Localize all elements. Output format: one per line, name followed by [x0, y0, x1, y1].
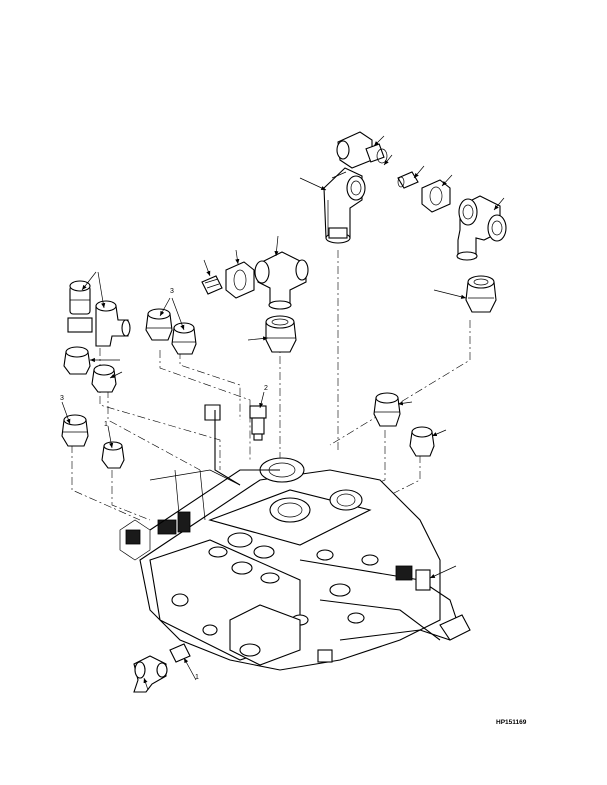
- callout-left-adapter-e: 3: [60, 395, 64, 402]
- plug-small: [201, 275, 223, 295]
- adapter-right-mid: [373, 392, 401, 427]
- adapter-right-small: [409, 426, 435, 457]
- nut-small-top: [397, 171, 419, 189]
- control-valve-block: [119, 404, 471, 671]
- adapter-right: [465, 275, 497, 313]
- tee-middle: [254, 251, 309, 310]
- adapter-left-b: [171, 322, 197, 355]
- callout-left-adapter-f: 1: [104, 421, 108, 428]
- adapter-left-a: [145, 308, 173, 341]
- figure-id-label: HP151169: [496, 719, 527, 726]
- adapter-left-c: [63, 346, 91, 375]
- adapter-left-f: [101, 441, 125, 469]
- leader-arrows: [61, 135, 505, 691]
- adapter-left-d: [91, 364, 117, 393]
- adapter-left-e: [61, 414, 89, 447]
- swivel-tee-top: [336, 131, 388, 169]
- callout-left-group: 3: [170, 288, 174, 295]
- callout-bottom-tee: 1: [195, 674, 199, 681]
- tee-left: [95, 300, 131, 347]
- adapter-center: [265, 315, 297, 353]
- fitting-left-tall-1: [67, 280, 93, 333]
- nut-middle: [225, 261, 255, 299]
- pressure-sensor: [249, 405, 267, 441]
- hex-nut-top: [421, 179, 451, 213]
- elbow-fitting: [323, 167, 366, 244]
- callout-sensor: 2: [264, 385, 268, 392]
- tee-fitting-bottom: [133, 643, 191, 693]
- tee-fitting-right: [456, 195, 507, 261]
